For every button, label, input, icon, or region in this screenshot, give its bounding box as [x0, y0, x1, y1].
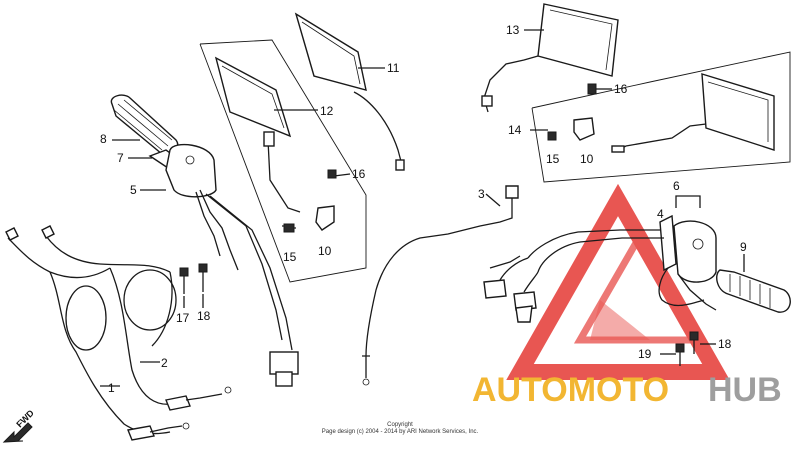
watermark-logo [506, 183, 730, 380]
callout-10-left: 10 [318, 244, 332, 258]
grip-9 [716, 254, 791, 313]
callout-16-right: 16 [614, 82, 628, 96]
fwd-arrow: FWD [2, 407, 36, 443]
callout-8: 8 [100, 132, 107, 146]
bolts-18-19 [660, 331, 716, 366]
mirror-group-outline [199, 39, 367, 283]
callout-5: 5 [130, 183, 137, 197]
switch-housing-6 [483, 195, 717, 323]
callout-14: 14 [508, 123, 522, 137]
watermark-text-automoto: AUTOMOTO [472, 371, 669, 409]
mirror-11 [294, 12, 405, 171]
mirror-13 [481, 3, 619, 113]
callout-18-right: 18 [718, 337, 732, 351]
callout-7: 7 [117, 151, 124, 165]
mirror-group-14-outline [531, 51, 791, 183]
callout-4: 4 [657, 207, 664, 221]
callout-6: 6 [673, 179, 680, 193]
throttle-cables [5, 225, 232, 441]
callout-10-right: 10 [580, 152, 594, 166]
callout-17: 17 [176, 311, 190, 325]
mirror-12 [214, 56, 351, 233]
copyright-notice: Page design (c) 2004 - 2014 by ARI Netwo… [322, 429, 479, 435]
cable-3 [362, 185, 519, 386]
copyright-title: Copyright [387, 422, 413, 428]
callout-11: 11 [387, 61, 400, 75]
callout-16-left: 16 [352, 167, 366, 181]
callouts: 1 2 3 4 5 6 7 8 9 10 10 11 12 13 14 15 1… [100, 23, 747, 395]
callout-13: 13 [506, 23, 520, 37]
watermark-text: AUTOMOTO HUB [472, 371, 782, 409]
callout-15-right: 15 [546, 152, 560, 166]
callout-15-left: 15 [283, 250, 297, 264]
callout-19: 19 [638, 347, 652, 361]
bolts-17-18 [179, 263, 208, 308]
callout-18-left: 18 [197, 309, 211, 323]
mirror-14 [530, 73, 775, 153]
grip-8 [110, 94, 179, 156]
callout-1: 1 [108, 381, 115, 395]
switch-housing-5 [128, 143, 299, 387]
callout-2: 2 [161, 356, 168, 370]
callout-3: 3 [478, 187, 485, 201]
watermark-text-hub: HUB [708, 371, 782, 409]
callout-9: 9 [740, 240, 747, 254]
callout-12: 12 [320, 104, 334, 118]
